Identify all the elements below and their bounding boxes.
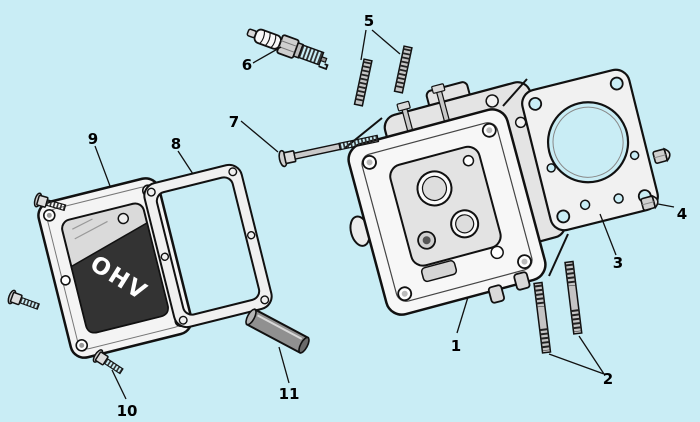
callout-label-9: 9 [88, 130, 98, 148]
flange-bolt [33, 192, 67, 212]
callout-label-10: 10 [117, 402, 138, 420]
cap-nut [640, 194, 659, 211]
stud [564, 260, 583, 335]
valve-cover-gasket [143, 163, 273, 329]
callout-label-3: 3 [613, 254, 623, 272]
callout-label-1: 1 [451, 337, 461, 355]
cover-bolts [7, 192, 124, 375]
rocker-studs [353, 45, 413, 107]
flange-bolt-10 [92, 349, 124, 375]
head-gasket [521, 68, 659, 232]
cap-nut [652, 147, 671, 164]
stud [393, 45, 413, 94]
callout-label-6: 6 [242, 56, 252, 74]
callout-label-4: 4 [677, 205, 687, 223]
callout-label-11: 11 [279, 385, 300, 403]
callout-label-8: 8 [171, 135, 181, 153]
cylinder-studs [533, 260, 583, 354]
callout-label-7: 7 [229, 113, 239, 131]
stud [353, 58, 373, 107]
stud [533, 281, 552, 354]
head-bolt [278, 134, 380, 168]
callout-labels: 1 2 3 4 5 6 7 8 9 10 11 [88, 12, 687, 420]
dowel-pin [245, 308, 310, 355]
leader-lines [94, 29, 675, 400]
callout-label-5: 5 [364, 12, 374, 30]
flange-bolt [7, 289, 40, 310]
spark-plug [246, 28, 329, 71]
cylinder-head-front-face [347, 83, 547, 316]
cap-nuts [640, 147, 671, 211]
cylinder-head [344, 78, 569, 316]
callout-label-2: 2 [603, 370, 613, 388]
